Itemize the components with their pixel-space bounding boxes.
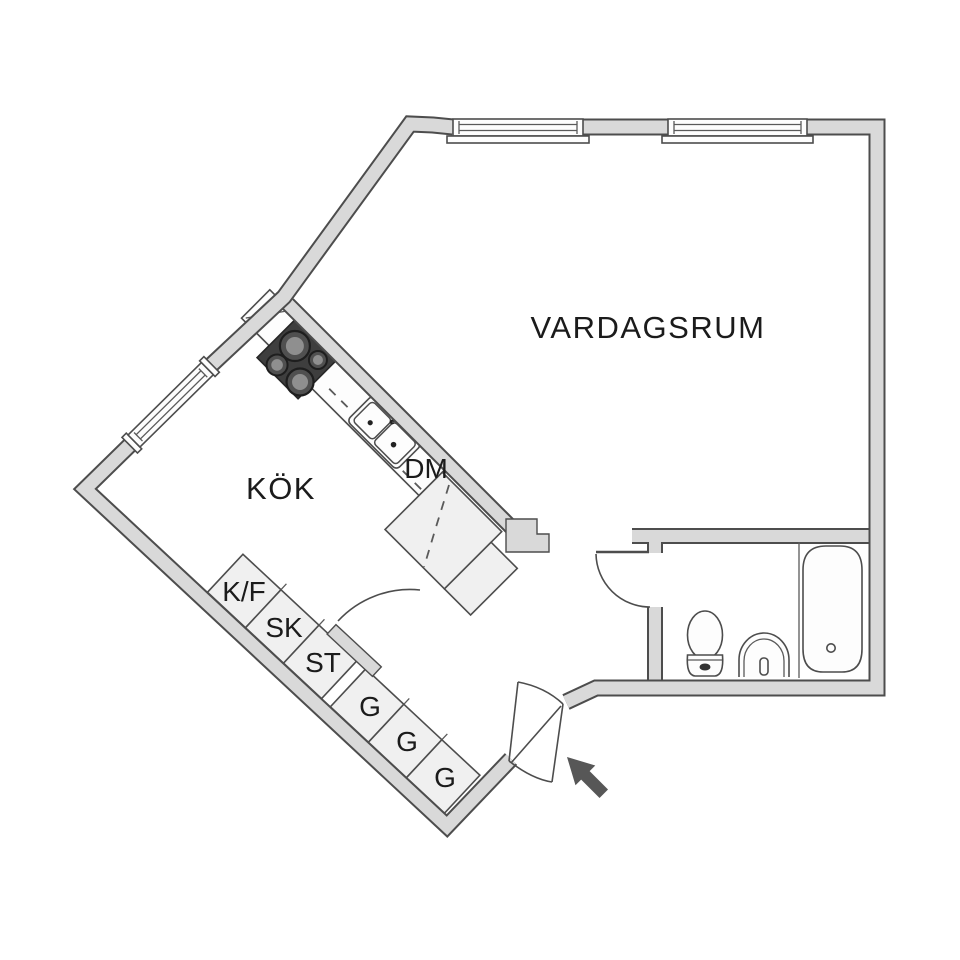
kitchen-sink-icon — [348, 396, 421, 469]
counter-dashed-mark — [328, 388, 353, 413]
counter-dashed-mark — [402, 470, 422, 490]
kitchen-peninsula-end — [443, 541, 519, 617]
window-icon — [446, 118, 590, 144]
washbasin-icon — [738, 632, 790, 677]
label-cleaning-closet: ST — [305, 647, 341, 678]
closet-door-ticks — [280, 583, 448, 741]
kitchen-hall-divider-stub — [326, 623, 383, 678]
divider-wall-end — [505, 518, 550, 553]
label-fridge-freezer: K/F — [222, 576, 266, 607]
peninsula-dashed-mark — [423, 484, 450, 568]
exterior-walls — [72, 115, 886, 838]
label-kitchen: KÖK — [246, 471, 316, 506]
entry-door-icon — [508, 681, 564, 783]
window-icon — [120, 355, 221, 455]
interior-walls — [282, 298, 869, 689]
kitchen-door-arc — [337, 588, 421, 622]
label-dishwasher: DM — [404, 453, 448, 484]
label-wardrobe-2: G — [396, 726, 418, 757]
label-cabinet: SK — [265, 612, 303, 643]
label-living-room: VARDAGSRUM — [531, 310, 766, 345]
kitchen-counter — [240, 288, 519, 617]
toilet-icon — [686, 610, 724, 677]
label-wardrobe-3: G — [434, 762, 456, 793]
label-wardrobe-1: G — [359, 691, 381, 722]
bathroom-door-icon — [595, 550, 651, 608]
bathtub-icon — [802, 545, 863, 673]
entry-arrow-icon — [567, 757, 609, 799]
window-icon — [661, 118, 814, 144]
